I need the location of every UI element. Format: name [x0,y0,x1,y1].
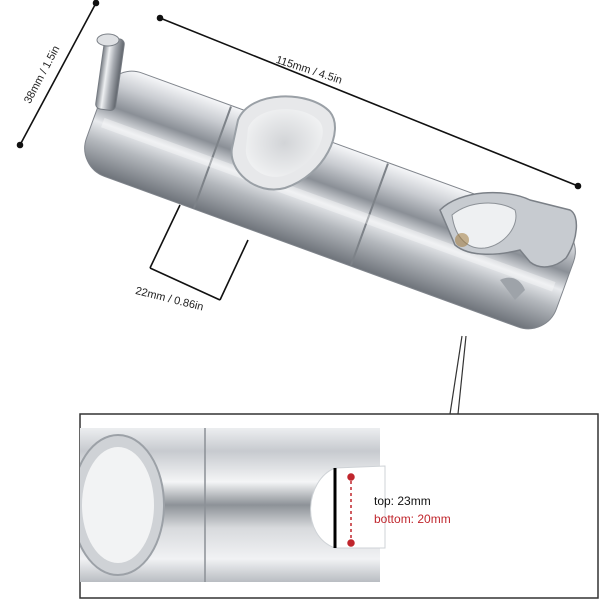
inset-closeup [80,428,386,582]
slider-body [84,70,576,330]
hose-cup [230,95,336,191]
inset-bottom-label: bottom: 20mm [374,512,451,526]
holder-cradle [439,191,578,300]
dimension-lines [16,0,582,301]
leader-line [449,335,467,415]
inset-dimension [347,473,355,547]
inset-top-label: top: 23mm [374,494,431,508]
pin [95,33,125,111]
